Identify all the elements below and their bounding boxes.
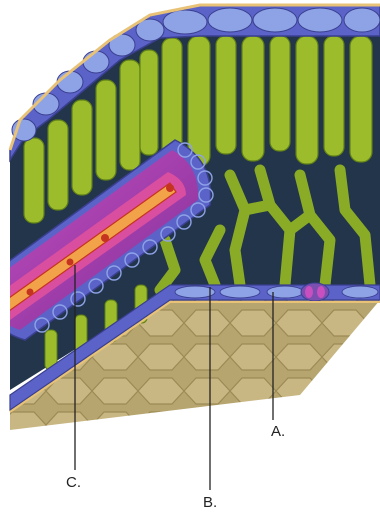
- label-c: C.: [66, 474, 81, 491]
- label-a: A.: [271, 423, 285, 440]
- label-b: B.: [203, 494, 217, 511]
- stoma: [301, 283, 329, 301]
- lower-epidermis-cells: [175, 286, 378, 298]
